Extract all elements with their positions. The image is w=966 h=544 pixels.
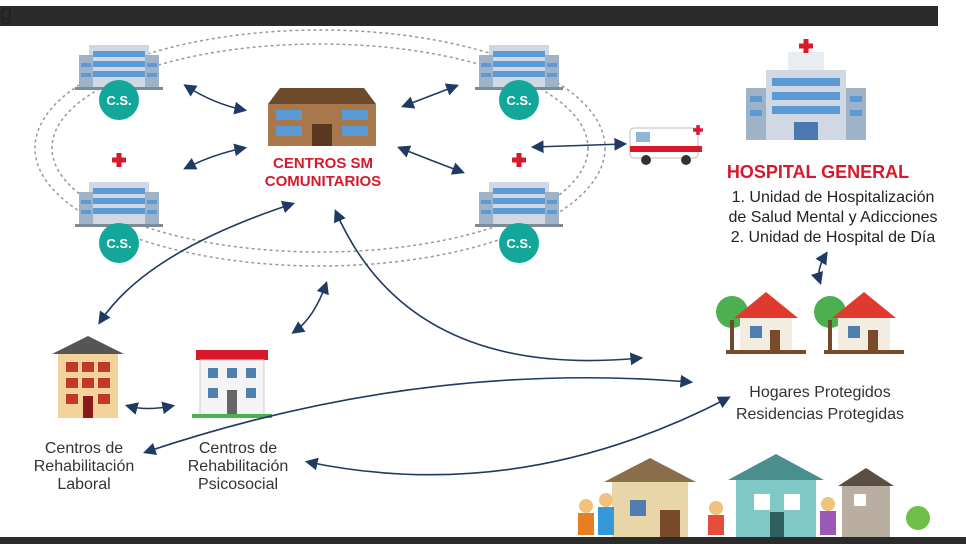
protected-homes-label: Hogares Protegidos Residencias Protegida… xyxy=(710,382,930,426)
cs-label-bl: C.S. xyxy=(106,236,131,251)
laboral-line2: Rehabilitación xyxy=(33,458,135,475)
psicosocial-center-building xyxy=(192,350,272,418)
laboral-center-building xyxy=(52,336,124,418)
community-center-building xyxy=(268,88,376,146)
laboral-line1: Centros de xyxy=(44,440,124,457)
centros-sm-line1: CENTROS SM xyxy=(272,155,373,172)
health-center-building-tl xyxy=(75,45,163,120)
protected-home-left xyxy=(716,292,806,354)
psicosocial-line1: Centros de xyxy=(198,440,278,457)
ambulance-icon xyxy=(629,125,703,165)
residencias-line: Residencias Protegidas xyxy=(735,406,905,423)
hogares-line: Hogares Protegidos xyxy=(749,384,891,401)
hospital-units-list: 1. Unidad de Hospitalización de Salud Me… xyxy=(700,188,966,248)
cs-label-tr: C.S. xyxy=(506,93,531,108)
hospital-title: HOSPITAL GENERAL xyxy=(726,162,910,182)
protected-home-right xyxy=(814,292,904,354)
hospital-building xyxy=(746,39,866,140)
psicosocial-line2: Rehabilitación xyxy=(187,458,289,475)
psicosocial-center-label: Centros de Rehabilitación Psicosocial xyxy=(168,440,308,494)
header-text-fragment: g xyxy=(0,0,13,25)
centros-sm-line2: COMUNITARIOS xyxy=(264,173,382,190)
connection-arrows xyxy=(98,83,828,476)
footer-bar xyxy=(0,537,966,544)
hospital-unit-2: 2. Unidad de Hospital de Día xyxy=(730,229,936,246)
cs-label-tl: C.S. xyxy=(106,93,131,108)
header-bar: g xyxy=(0,0,966,28)
laboral-line3: Laboral xyxy=(57,476,111,493)
cs-label-br: C.S. xyxy=(506,236,531,251)
hospital-unit-1-detail: de Salud Mental y Adicciones xyxy=(728,209,938,226)
health-center-building-tr xyxy=(475,45,563,120)
family-houses-illustration xyxy=(578,454,930,537)
hospital-unit-1: 1. Unidad de Hospitalización xyxy=(731,189,935,206)
psicosocial-line3: Psicosocial xyxy=(197,476,279,493)
header-dark-band xyxy=(0,6,938,26)
laboral-center-label: Centros de Rehabilitación Laboral xyxy=(14,440,154,494)
centros-sm-label: CENTROS SM COMUNITARIOS xyxy=(258,155,388,191)
